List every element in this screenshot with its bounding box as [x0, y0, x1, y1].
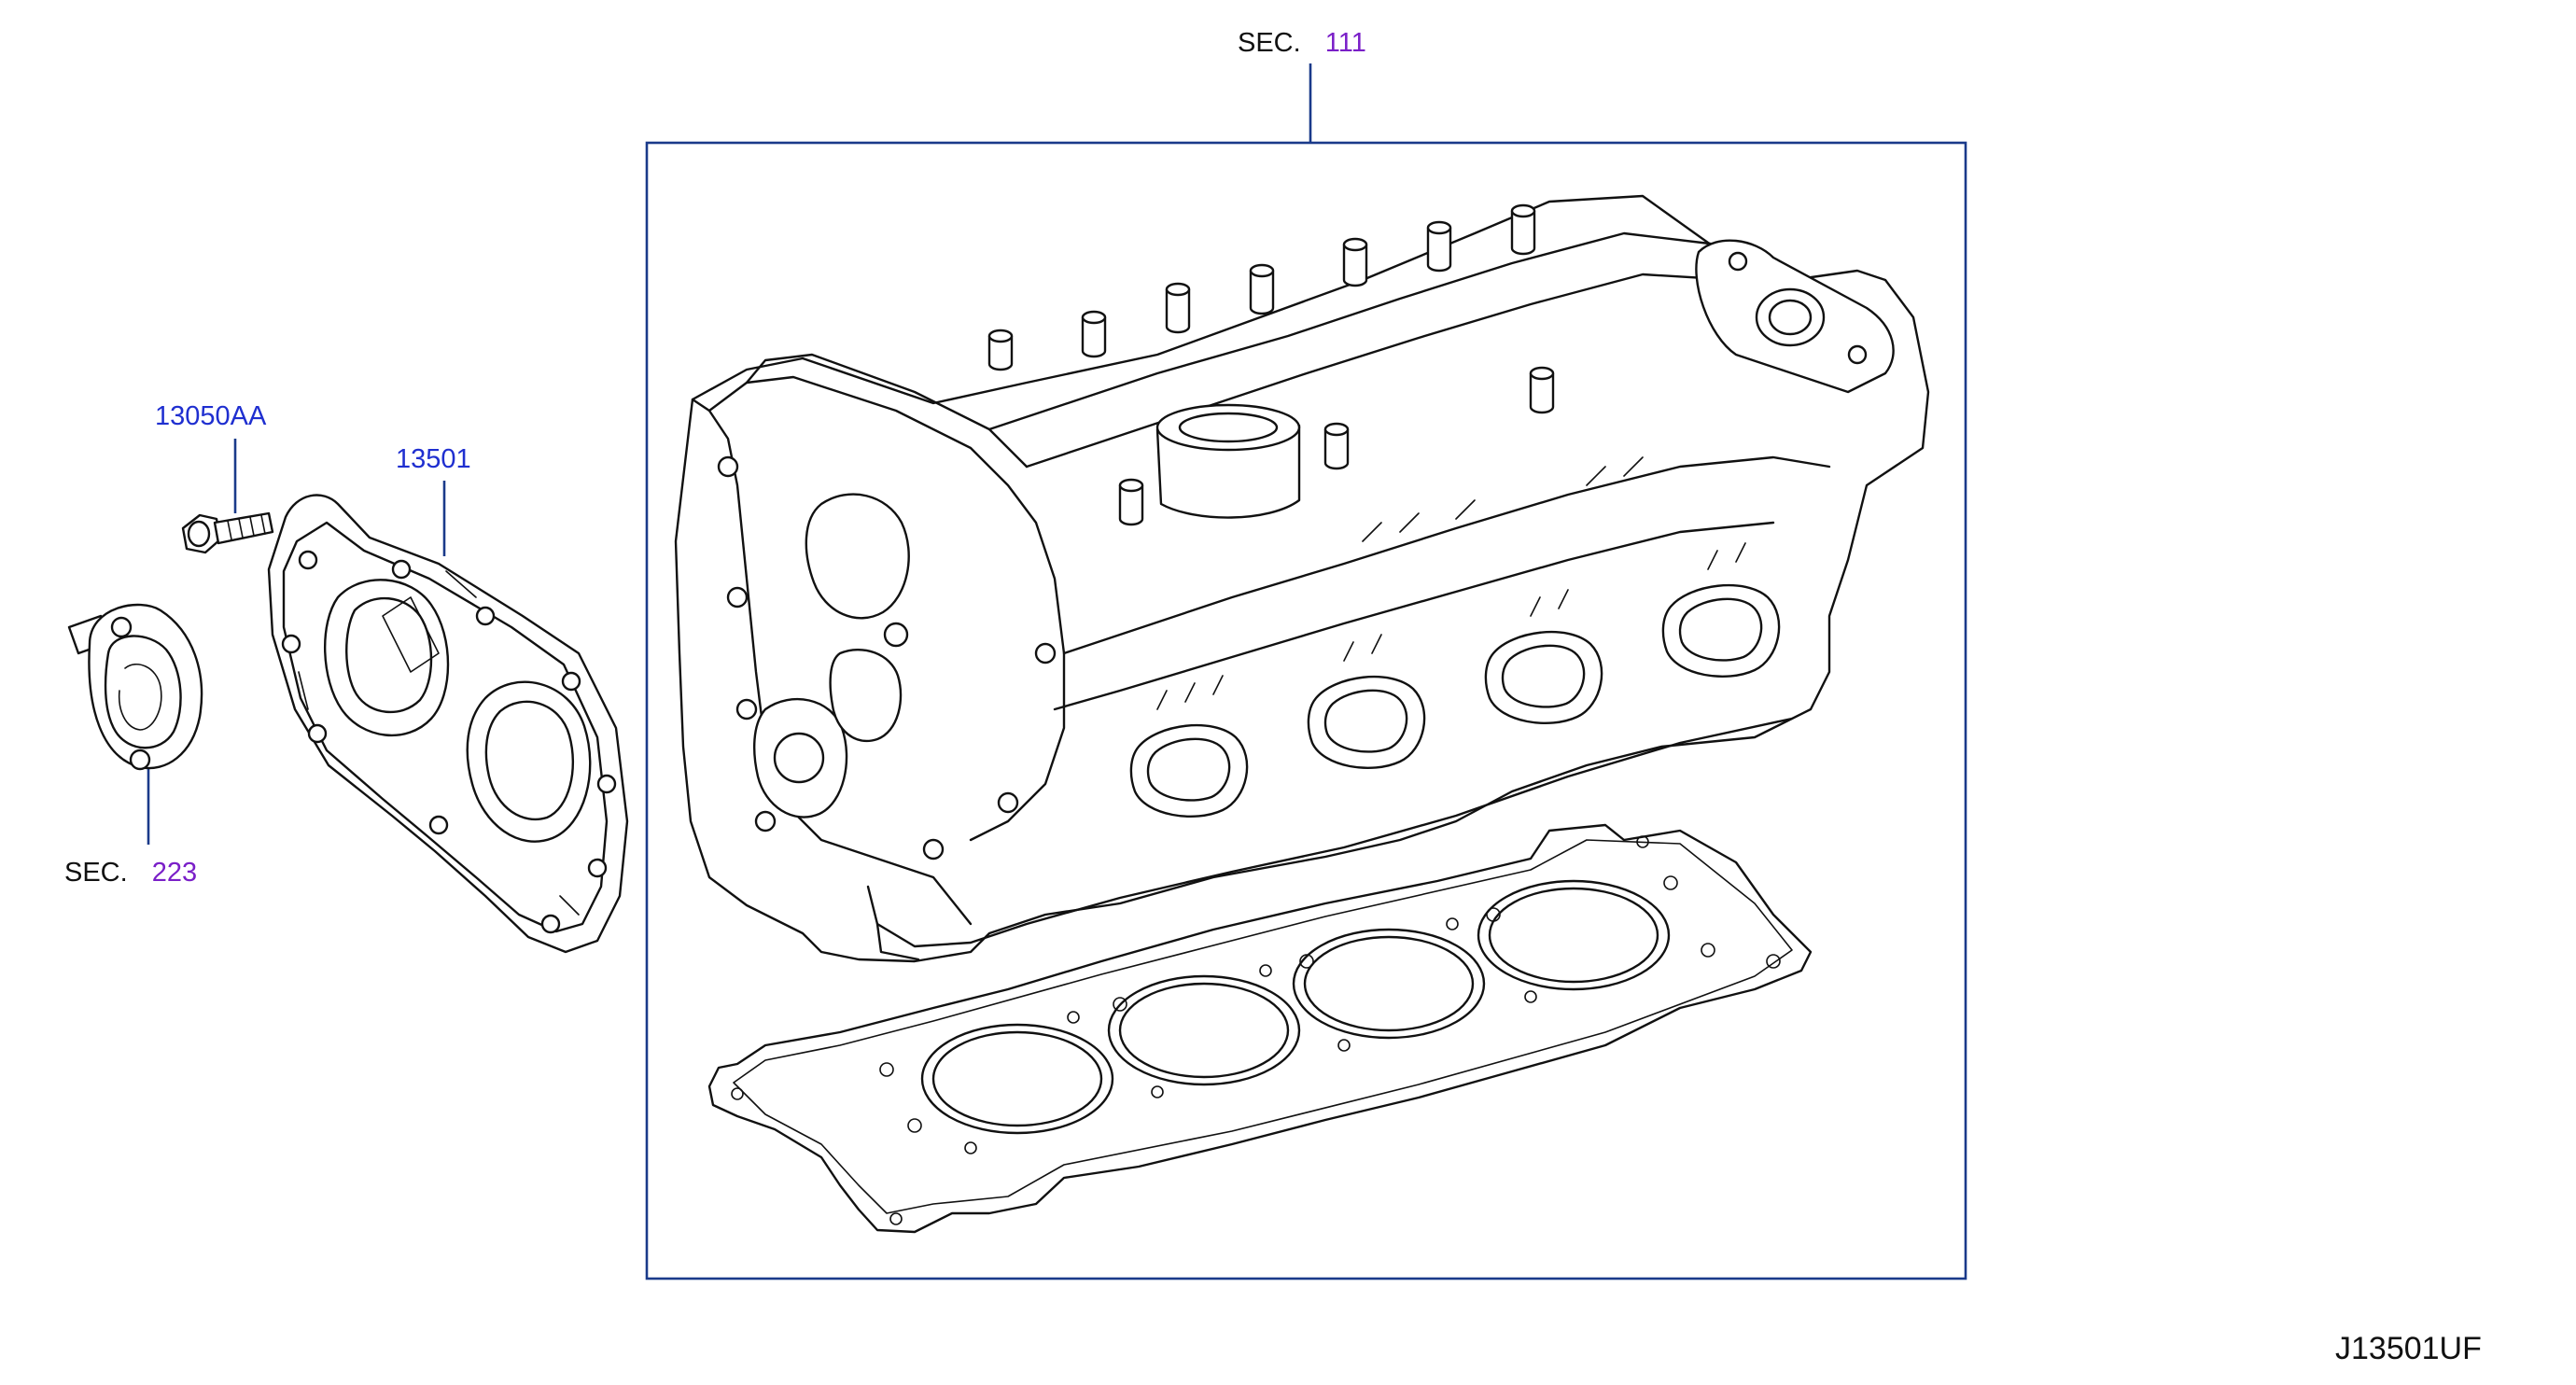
bolt-icon[interactable]	[181, 511, 274, 554]
exhaust-ports	[1129, 583, 1781, 818]
part-number-bolt[interactable]: 13050AA	[155, 401, 267, 431]
sec-223-label[interactable]: SEC. 223	[64, 860, 197, 887]
sec-111-label[interactable]: SEC. 111	[1238, 30, 1366, 57]
sec-111-word: SEC.	[1238, 28, 1301, 58]
sec-111-number[interactable]: 111	[1324, 28, 1366, 58]
sec-111-bracket	[645, 63, 1967, 1280]
vacuum-pump-icon[interactable]	[67, 603, 203, 771]
gasket-bores	[920, 879, 1671, 1135]
sec-223-word: SEC.	[64, 858, 128, 888]
diagram-code: J13501UF	[2335, 1331, 2482, 1366]
part-number-front-cover[interactable]: 13501	[396, 444, 471, 474]
group-frame	[645, 141, 1967, 1280]
head-gasket-icon[interactable]	[707, 823, 1813, 1234]
sec-223-number[interactable]: 223	[151, 858, 198, 888]
cylinder-head-icon[interactable]	[674, 194, 1930, 963]
front-cover-icon[interactable]	[267, 494, 629, 954]
